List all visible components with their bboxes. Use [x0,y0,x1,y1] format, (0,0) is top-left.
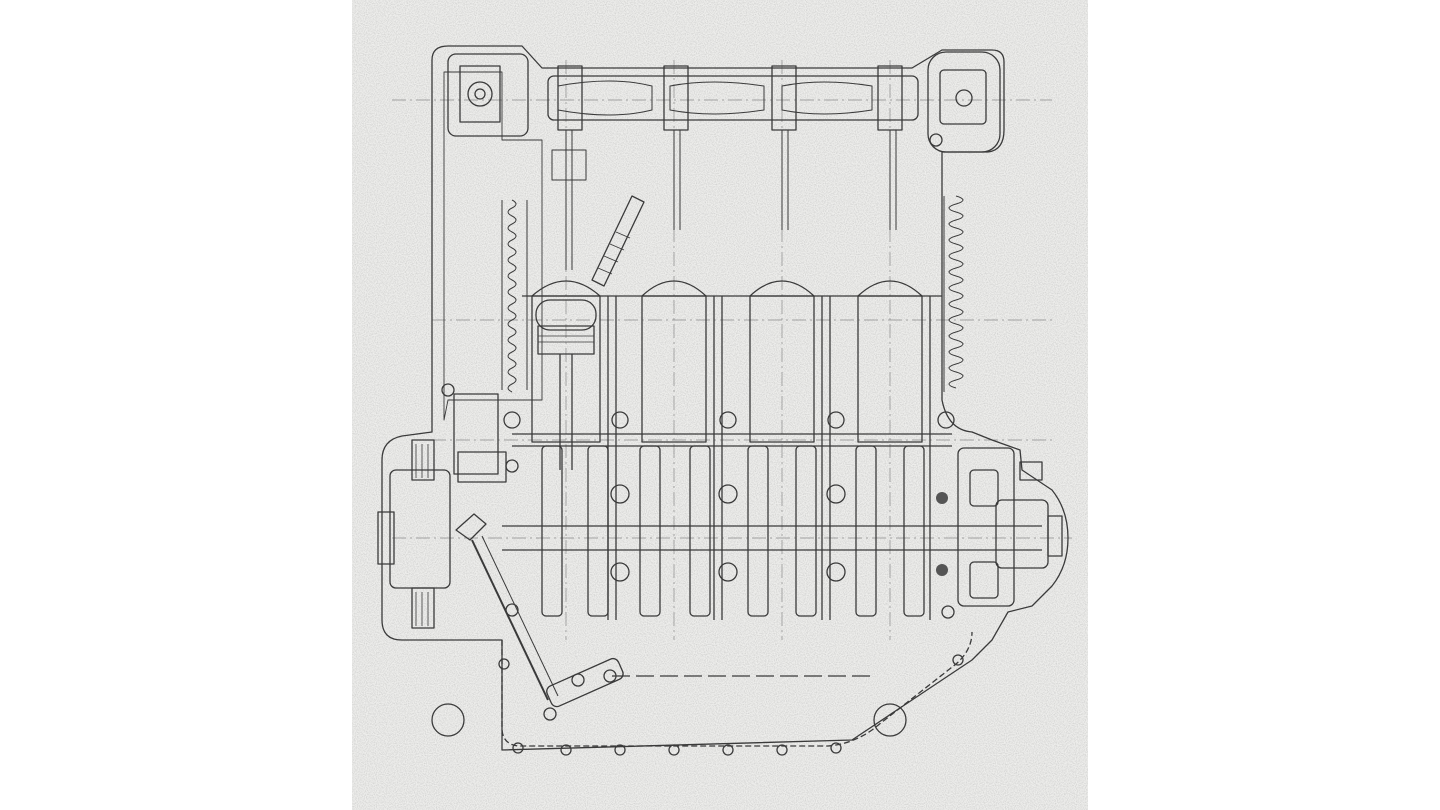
flywheel-clutch [377,393,507,629]
cooling-fins-left [501,199,528,393]
camshaft [547,65,919,131]
crank-pin-bosses [610,484,948,582]
oil-pump-linkage [455,513,624,721]
output-gear-housing [957,447,1063,607]
cam-drive-left [447,53,529,137]
piston [535,299,597,470]
crank-webs [541,445,925,617]
oil-sump [431,631,973,756]
valve-stems [551,130,897,270]
cooling-fins-right [943,195,964,392]
blueprint-paper [352,0,1088,810]
paper-grain [352,0,1088,810]
bearing-bulkhead [503,411,955,447]
case-bolts [441,133,955,619]
crankcase-inner-wall [443,71,543,421]
spark-plug [591,195,645,287]
cam-drive-right [927,51,1001,153]
engine-cross-section-drawing [352,0,1088,810]
crankshaft [502,525,1042,551]
